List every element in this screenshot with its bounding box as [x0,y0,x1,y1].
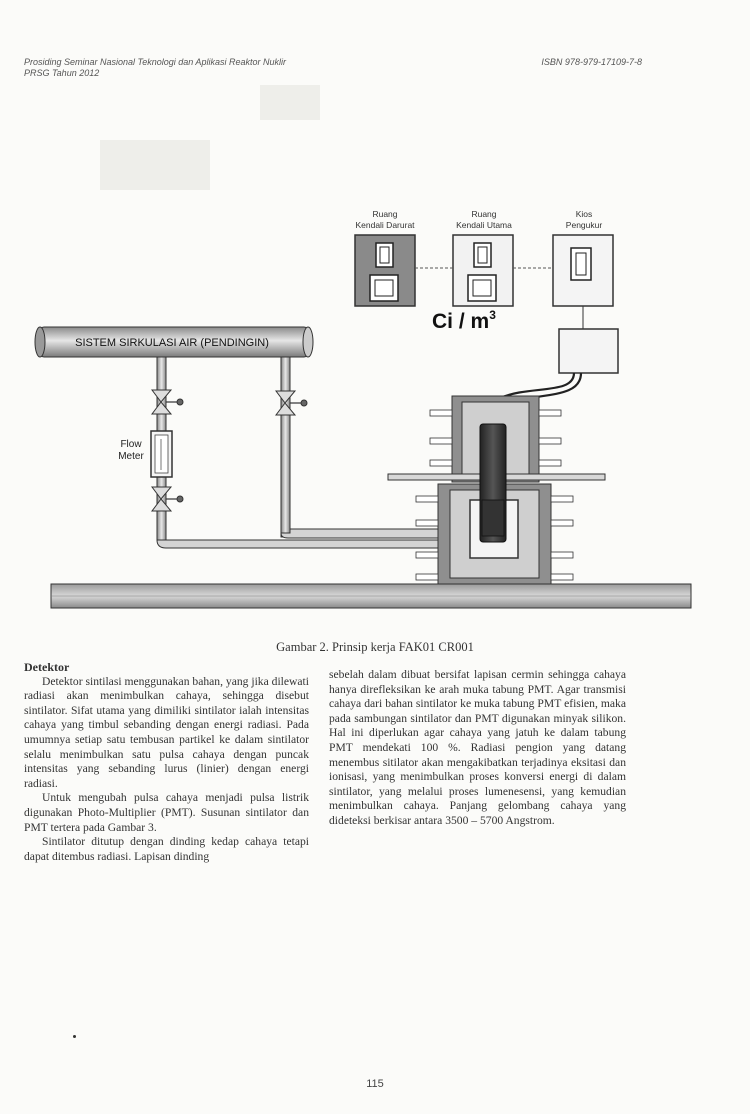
room-label-main: Ruang [471,209,496,219]
detector-principle-figure: Ruang Kendali Darurat Ruang Kendali Utam… [34,209,692,609]
room-label-kiosk-2: Pengukur [566,220,603,230]
return-pipe [280,356,291,538]
text-column-right: sebelah dalam dibuat bersifat lapisan ce… [329,668,626,829]
valve-icon [151,486,184,512]
recorder-icon [369,274,399,302]
stray-mark [73,1035,76,1038]
figure-caption: Gambar 2. Prinsip kerja FAK01 CR001 [276,640,474,654]
running-header-left: Prosiding Seminar Nasional Teknologi dan… [24,57,286,79]
flow-meter-label: Flow [120,439,142,450]
room-label-emergency: Ruang [372,209,397,219]
room-label-kiosk: Kios [576,209,593,219]
isbn-header: ISBN 978-979-17109-7-8 [541,57,642,67]
unit-label: Ci / m3 [432,308,496,333]
room-label-main-2: Kendali Utama [456,220,512,230]
body-paragraph: sebelah dalam dibuat bersifat lapisan ce… [329,668,626,827]
valve-icon [151,389,184,415]
page-number: 115 [366,1078,384,1090]
inlet-pipe-horizontal [156,539,451,549]
section-heading: Detektor [24,660,70,674]
pipe-label: SISTEM SIRKULASI AIR (PENDINGIN) [75,337,269,349]
room-label-emergency-2: Kendali Darurat [355,220,415,230]
valve-icon [275,390,308,416]
return-pipe-horizontal [280,528,441,539]
bleed-through-shape [100,140,210,190]
bleed-through-shape [260,85,320,120]
proceedings-title: Prosiding Seminar Nasional Teknologi dan… [24,57,286,67]
recorder-icon [467,274,497,302]
body-paragraph: Detektor sintilasi menggunakan bahan, ya… [24,674,309,790]
proceedings-year: PRSG Tahun 2012 [24,68,100,78]
body-paragraph: Sintilator ditutup dengan dinding kedap … [24,835,309,863]
text-column-left: Detektor Detektor sintilasi menggunakan … [24,660,309,864]
body-paragraph: Untuk mengubah pulsa cahaya menjadi puls… [24,791,309,834]
signal-electronics-box [558,328,619,374]
flow-meter-label-2: Meter [118,451,144,462]
